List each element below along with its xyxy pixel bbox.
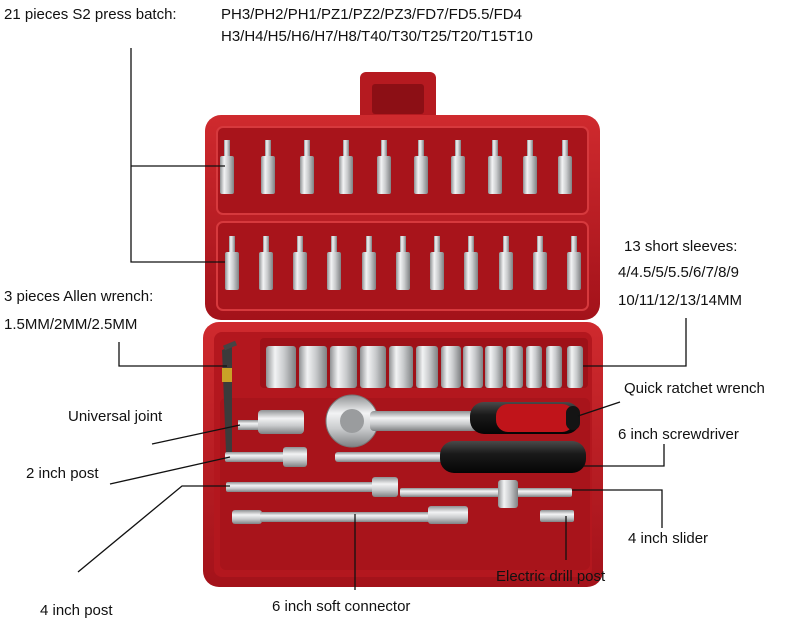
- socket-row: [266, 346, 583, 388]
- drill-adapter: [540, 510, 574, 522]
- leader-bits: [130, 48, 225, 263]
- slider-4-inch-label: 4 inch slider: [628, 530, 709, 547]
- ratchet-wrench: [325, 394, 580, 448]
- allen-title-label: 3 pieces Allen wrench:: [4, 288, 154, 305]
- leader-screwdriver: [583, 444, 665, 467]
- leader-quick-ratchet: [577, 401, 621, 417]
- universal-joint: [238, 410, 304, 434]
- sleeves-sizes-line-2: 10/11/12/13/14MM: [618, 292, 742, 309]
- leader-sleeves: [583, 318, 687, 367]
- post-2-inch-label: 2 inch post: [26, 465, 99, 482]
- drill-post-label: Electric drill post: [496, 568, 606, 585]
- extension-2-inch: [225, 447, 307, 467]
- leader-slider: [572, 489, 663, 528]
- flexible-extension: [232, 506, 468, 524]
- case-handle: [360, 72, 436, 124]
- extension-4-inch: [226, 477, 398, 497]
- leader-universal-joint: [151, 424, 241, 445]
- sleeves-title-label: 13 short sleeves:: [624, 238, 738, 255]
- bits-list-line-1: PH3/PH2/PH1/PZ1/PZ2/PZ3/FD7/FD5.5/FD4: [221, 6, 522, 23]
- post-4-inch-label: 4 inch post: [40, 602, 113, 619]
- leader-lines: [77, 48, 687, 590]
- sliding-t-bar: [400, 480, 572, 508]
- screwdriver-label: 6 inch screwdriver: [618, 426, 739, 443]
- universal-joint-label: Universal joint: [68, 408, 163, 425]
- bits-list-line-2: H3/H4/H5/H6/H7/H8/T40/T30/T25/T20/T15T10: [221, 28, 533, 45]
- sleeves-sizes-line-1: 4/4.5/5/5.5/6/7/8/9: [618, 264, 739, 281]
- bits-row-2: [225, 236, 581, 290]
- leader-allen: [118, 342, 227, 367]
- bits-title-label: 21 pieces S2 press batch:: [4, 6, 177, 23]
- allen-sizes-label: 1.5MM/2MM/2.5MM: [4, 316, 138, 333]
- quick-ratchet-label: Quick ratchet wrench: [624, 380, 765, 397]
- soft-connector-label: 6 inch soft connector: [272, 598, 411, 615]
- leader-4-inch-post: [77, 485, 230, 573]
- screwdriver: [335, 441, 586, 473]
- bits-row-1: [220, 140, 572, 194]
- allen-wrenches: [222, 340, 237, 452]
- leader-2-inch-post: [109, 456, 231, 485]
